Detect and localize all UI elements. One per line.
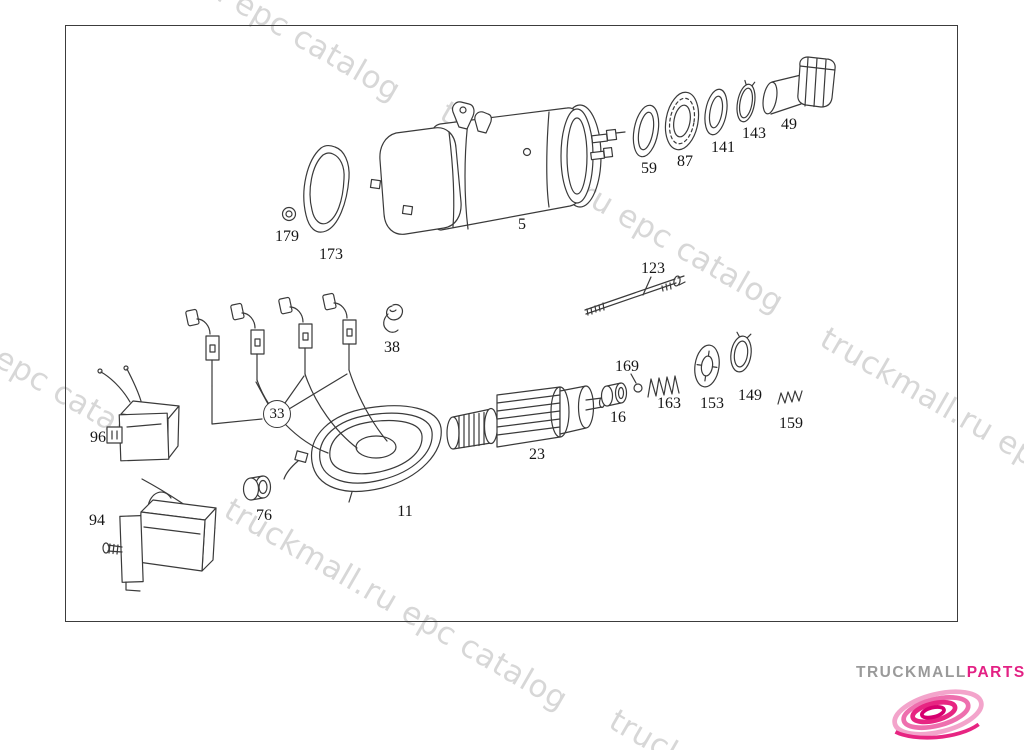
part-179-seal-ring bbox=[281, 206, 297, 222]
part-label-49: 49 bbox=[781, 116, 797, 133]
part-11-field-coil bbox=[283, 405, 442, 503]
part-163-spring bbox=[647, 375, 680, 398]
part-16-small-bushing bbox=[600, 382, 628, 407]
part-label-38: 38 bbox=[384, 339, 400, 356]
part-label-179: 179 bbox=[275, 228, 299, 245]
part-label-163: 163 bbox=[657, 395, 681, 412]
part-149-retainer bbox=[730, 331, 752, 373]
part-label-16: 16 bbox=[610, 409, 626, 426]
part-76-bushing bbox=[242, 475, 272, 501]
part-label-94: 94 bbox=[89, 512, 105, 529]
part-96-switch bbox=[97, 365, 180, 462]
diagram-frame bbox=[65, 25, 958, 622]
part-label-143: 143 bbox=[742, 125, 766, 142]
part-33-brush-set bbox=[184, 292, 388, 454]
part-23-armature bbox=[446, 385, 606, 450]
part-59-washer bbox=[632, 104, 660, 158]
part-141-ring bbox=[704, 88, 728, 136]
logo-swirl-icon bbox=[892, 689, 984, 740]
part-87-bearing bbox=[664, 91, 700, 151]
part-label-23: 23 bbox=[529, 446, 545, 463]
part-label-33-circled: 33 bbox=[263, 400, 291, 428]
logo-text-truckmall: TRUCKMALL bbox=[856, 664, 967, 681]
part-5-starter-motor bbox=[369, 101, 626, 235]
part-94-bracket bbox=[102, 478, 217, 592]
part-169-ball bbox=[630, 373, 643, 393]
part-173-gasket bbox=[303, 145, 350, 233]
part-label-159: 159 bbox=[779, 415, 803, 432]
part-123-stud-bolt bbox=[584, 275, 686, 316]
part-label-87: 87 bbox=[677, 153, 693, 170]
part-label-149: 149 bbox=[738, 387, 762, 404]
part-label-153: 153 bbox=[700, 395, 724, 412]
part-label-96: 96 bbox=[90, 429, 106, 446]
part-label-169: 169 bbox=[615, 358, 639, 375]
truckmall-logo-text: TRUCKMALLPARTS bbox=[856, 664, 1024, 682]
part-label-76: 76 bbox=[256, 507, 272, 524]
part-159-spring bbox=[777, 390, 803, 405]
part-label-173: 173 bbox=[319, 246, 343, 263]
part-label-11: 11 bbox=[397, 503, 413, 520]
part-label-5: 5 bbox=[518, 216, 526, 233]
part-label-141: 141 bbox=[711, 139, 735, 156]
part-label-123: 123 bbox=[641, 260, 665, 277]
part-38-clip bbox=[383, 303, 404, 333]
logo-text-parts: PARTS bbox=[966, 664, 1024, 681]
part-label-59: 59 bbox=[641, 160, 657, 177]
part-49-coupling bbox=[762, 56, 836, 115]
part-153-lock-washer bbox=[694, 344, 720, 388]
part-143-snap-ring bbox=[736, 79, 756, 123]
part-label-33: 33 bbox=[269, 405, 285, 422]
